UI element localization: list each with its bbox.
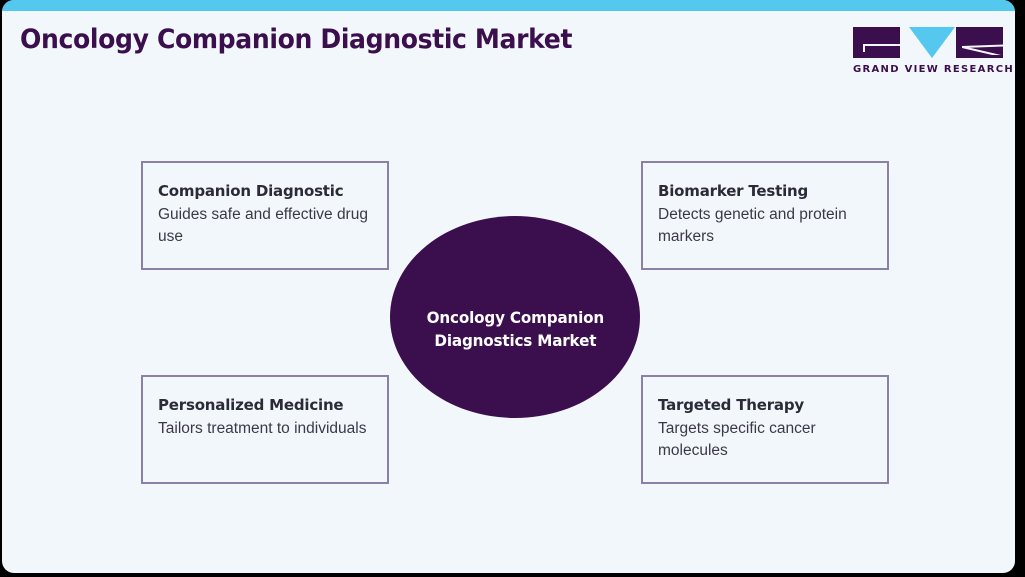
- center-ellipse-node: Oncology Companion Diagnostics Market: [390, 216, 640, 418]
- logo-marks: [853, 27, 1003, 58]
- brand-wordmark: GRAND VIEW RESEARCH: [853, 64, 1015, 75]
- logo-v-triangle-icon: [909, 27, 955, 58]
- logo-r-icon: [956, 27, 1003, 58]
- logo-g-bar: [863, 44, 900, 46]
- feature-box-biomarker-testing: Biomarker Testing Detects genetic and pr…: [641, 161, 889, 270]
- feature-title: Biomarker Testing: [658, 182, 809, 200]
- feature-title: Targeted Therapy: [658, 396, 804, 414]
- center-ellipse-label: Oncology Companion Diagnostics Market: [426, 308, 604, 350]
- feature-box-targeted-therapy: Targeted Therapy Targets specific cancer…: [641, 375, 889, 484]
- feature-description: Targets specific cancer molecules: [658, 420, 816, 459]
- feature-box-personalized-medicine: Personalized Medicine Tailors treatment …: [141, 375, 389, 484]
- page-title: Oncology Companion Diagnostic Market: [20, 24, 573, 55]
- feature-description: Detects genetic and protein markers: [658, 206, 847, 245]
- logo-r-slash: [962, 43, 1004, 55]
- logo-g-stem: [863, 44, 865, 52]
- feature-box-companion-diagnostic: Companion Diagnostic Guides safe and eff…: [141, 161, 389, 270]
- grand-view-research-logo: GRAND VIEW RESEARCH: [853, 27, 1015, 79]
- feature-title: Companion Diagnostic: [158, 182, 344, 200]
- feature-description: Guides safe and effective drug use: [158, 206, 368, 245]
- top-accent-bar: [2, 0, 1015, 11]
- logo-g-icon: [853, 27, 900, 58]
- feature-title: Personalized Medicine: [158, 396, 344, 414]
- feature-description: Tailors treatment to individuals: [158, 420, 367, 437]
